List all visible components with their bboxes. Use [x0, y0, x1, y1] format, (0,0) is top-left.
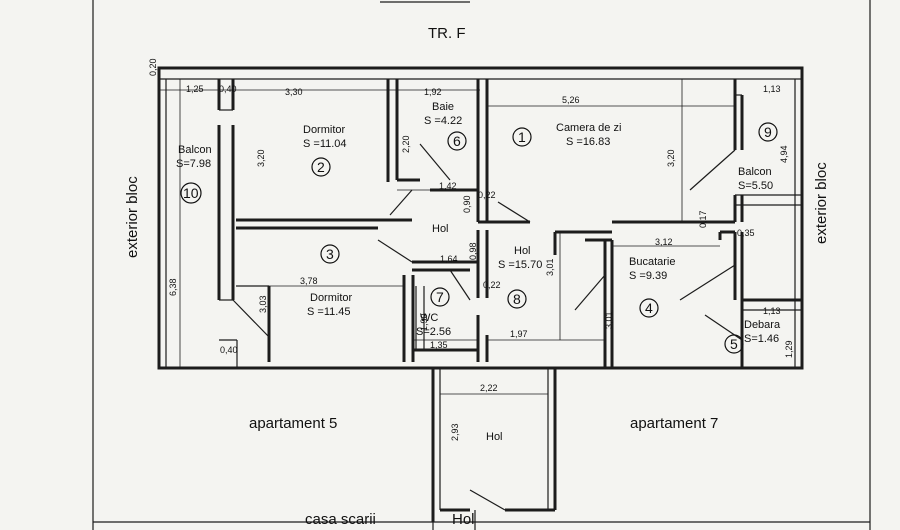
dim-label: 3,78 [300, 276, 318, 286]
wall [377, 239, 413, 263]
room-6-name: Baie [432, 101, 454, 113]
room-7-name: WC [420, 312, 438, 324]
room-9-area: S=5.50 [738, 180, 773, 192]
room-5-name: Debara [744, 319, 781, 331]
room-number-circle [512, 127, 532, 147]
wall [497, 201, 531, 223]
room-number-circle [447, 131, 467, 151]
room-number-circle [639, 298, 659, 318]
room-1-area: S =16.83 [566, 136, 610, 148]
dim-label: 2,22 [480, 383, 498, 393]
hol-small-label: Hol [432, 223, 449, 235]
dim-label: 0,17 [698, 210, 708, 228]
room-4-name: Bucatarie [629, 256, 675, 268]
apartment-5-label: apartament 5 [249, 415, 337, 432]
room-number-circle [758, 122, 778, 142]
dim-label: 0,35 [737, 228, 755, 238]
hol-lower-label: Hol [486, 431, 503, 443]
room-number-circle [430, 287, 450, 307]
dim-label: 2,20 [401, 135, 411, 153]
room-9-number: 9 [764, 124, 772, 140]
room-4-area: S =9.39 [629, 270, 667, 282]
room-1-name: Camera de zi [556, 122, 621, 134]
room-number-circle [320, 244, 340, 264]
dim-label: 3,03 [258, 295, 268, 313]
dim-label: 1,25 [186, 84, 204, 94]
wall [679, 264, 736, 301]
wall [232, 299, 271, 339]
wall [469, 489, 506, 511]
room-8-area: S =15.70 [498, 259, 542, 271]
dim-label: 5,26 [562, 95, 580, 105]
exterior-right-label: exterior bloc [813, 162, 830, 244]
room-7-number: 7 [436, 289, 444, 305]
dim-label: 1,29 [784, 340, 794, 358]
dim-label: 3,01 [604, 311, 614, 329]
dim-label: 3,12 [655, 237, 673, 247]
room-8-number: 8 [513, 291, 521, 307]
room-10-number: 10 [183, 185, 199, 201]
room-5-number: 5 [730, 336, 738, 352]
room-4-number: 4 [645, 300, 653, 316]
dim-label: 1,97 [510, 329, 528, 339]
dim-label: 0,40 [220, 345, 238, 355]
wall [449, 269, 471, 301]
outer-wall [157, 66, 804, 370]
dim-label: 3,20 [256, 149, 266, 167]
room-8-name: Hol [514, 245, 531, 257]
room-2-area: S =11.04 [303, 138, 347, 150]
dim-label: 1,42 [439, 181, 457, 191]
room-3-area: S =11.45 [307, 306, 351, 318]
room-2-number: 2 [317, 159, 325, 175]
dim-label: 0,20 [148, 58, 158, 76]
wall [389, 189, 413, 216]
room-3-number: 3 [326, 246, 334, 262]
dim-label: 1,90 [419, 313, 429, 331]
room-6-number: 6 [453, 133, 461, 149]
exterior-left-label: exterior bloc [124, 176, 141, 258]
dim-label: 1,64 [440, 254, 458, 264]
room-7-area: S=2.56 [416, 326, 451, 338]
dim-label: 3,30 [285, 87, 303, 97]
room-number-circle [311, 157, 331, 177]
dim-label: 1,13 [763, 84, 781, 94]
room-number-circle [180, 182, 202, 204]
dim-label: 0,98 [468, 242, 478, 260]
apartment-7-label: apartament 7 [630, 415, 718, 432]
dim-label: 1,35 [430, 340, 448, 350]
dim-label: 0,90 [462, 195, 472, 213]
dim-label: 1,13 [763, 306, 781, 316]
wall [419, 143, 451, 181]
hol-bottom-label: Hol [452, 511, 475, 528]
dim-label: 0,40 [219, 84, 237, 94]
room-6-area: S =4.22 [424, 115, 462, 127]
room-5-area: S=1.46 [744, 333, 779, 345]
dim-label: 0,22 [483, 280, 501, 290]
room-number-circle [724, 334, 744, 354]
level-label: TR. F [428, 25, 466, 42]
room-9-name: Balcon [738, 166, 772, 178]
dim-label: 6,38 [168, 278, 178, 296]
dim-label: 3,01 [545, 258, 555, 276]
dim-label: 1,92 [424, 87, 442, 97]
dim-label: 4,94 [779, 145, 789, 163]
wall [689, 149, 736, 191]
room-1-number: 1 [518, 129, 526, 145]
room-2-name: Dormitor [303, 124, 346, 136]
room-10-area: S=7.98 [176, 158, 211, 170]
wall [574, 274, 606, 311]
room-number-circle [507, 289, 527, 309]
room-10-name: Balcon [178, 144, 212, 156]
dim-label: 3,20 [666, 149, 676, 167]
room-3-name: Dormitor [310, 292, 353, 304]
dim-label: 2,93 [450, 423, 460, 441]
dim-label: 0,22 [478, 190, 496, 200]
stairwell-label: casa scarii [305, 511, 376, 528]
wall [704, 314, 743, 341]
